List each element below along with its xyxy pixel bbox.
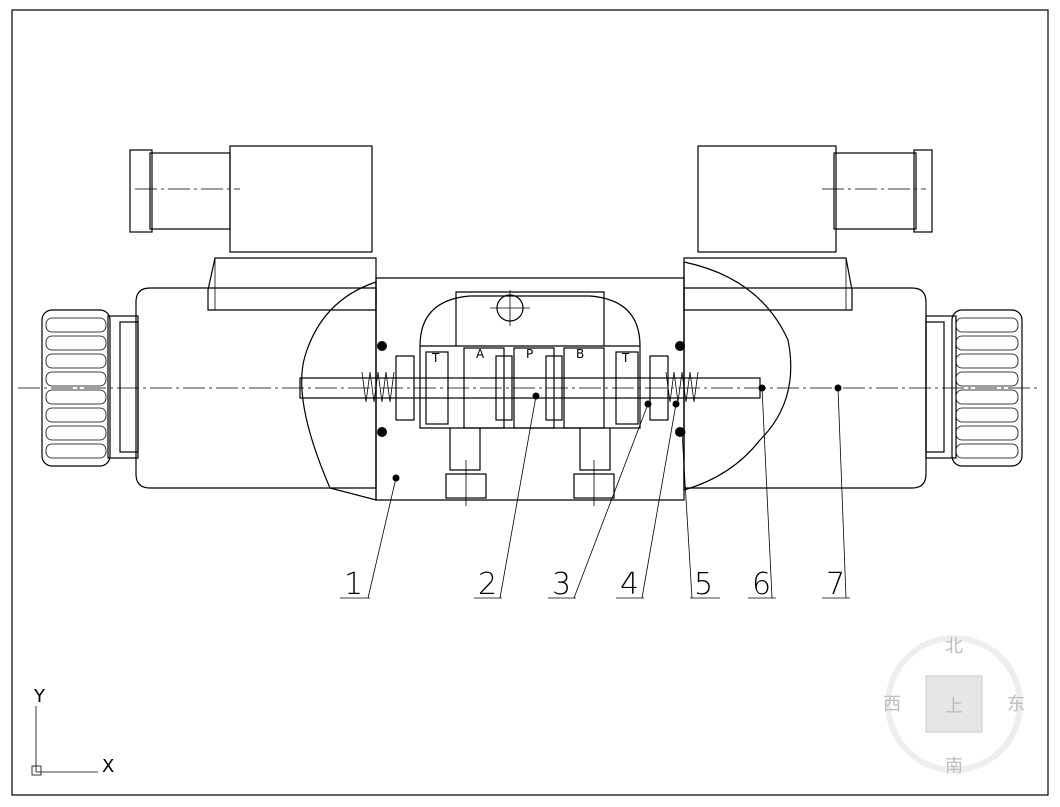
drawing-frame [11,9,1049,796]
viewcube-top-face[interactable] [925,675,983,733]
leader-6: 6 [748,384,776,602]
port-p: P [526,347,533,361]
svg-text:5: 5 [694,567,713,602]
leader-2: 2 [474,392,540,602]
viewcube[interactable]: 上 北 南 西 东 [883,635,1025,777]
ucs-icon: Y X [31,686,114,777]
port-t-left: T [431,351,440,365]
svg-text:3: 3 [552,567,571,602]
viewcube-west[interactable]: 西 [883,694,901,715]
viewcube-north[interactable]: 北 [945,636,963,657]
right-end-cap-section [683,261,792,491]
viewcube-south[interactable]: 南 [945,756,963,777]
svg-text:7: 7 [826,567,845,602]
ucs-x-label: X [102,756,114,777]
valve-body-section [375,277,685,501]
svg-text:上: 上 [945,696,963,717]
ucs-y-label: Y [33,686,46,707]
svg-text:2: 2 [478,567,497,602]
leader-3: 3 [548,400,652,602]
left-solenoid [41,145,377,489]
leader-4: 4 [616,400,680,602]
leader-1: 1 [340,474,400,602]
svg-text:4: 4 [620,567,639,602]
svg-text:1: 1 [344,567,363,602]
right-solenoid [683,145,1023,489]
left-end-cap-section [301,281,377,501]
viewcube-east[interactable]: 东 [1007,694,1025,715]
leader-7: 7 [822,384,850,602]
port-t-right: T [621,351,630,365]
svg-text:6: 6 [752,567,771,602]
port-b: B [576,347,584,361]
port-a: A [476,347,485,361]
leader-5: 5 [678,428,720,602]
